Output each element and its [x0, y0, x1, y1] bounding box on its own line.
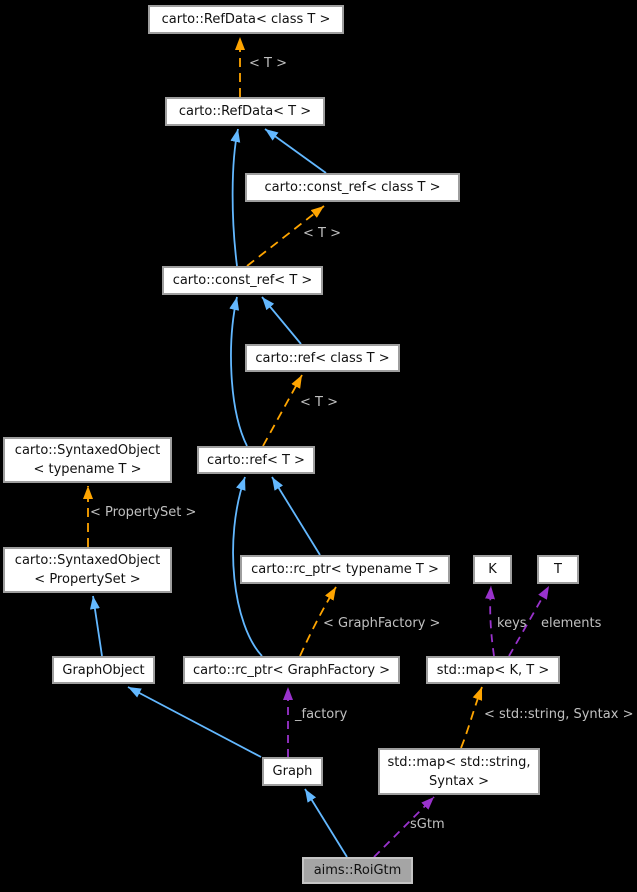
node-carto-const-ref-t[interactable]: carto::const_ref< T >	[162, 266, 323, 295]
node-carto-syntaxedobject-typename-t[interactable]: carto::SyntaxedObject < typename T >	[3, 437, 172, 483]
node-aims-roigtm: aims::RoiGtm	[302, 857, 413, 884]
edge-label-sgtm: sGtm	[410, 817, 445, 832]
node-carto-const-ref-class-t[interactable]: carto::const_ref< class T >	[245, 173, 460, 202]
node-carto-rc-ptr-typename-t[interactable]: carto::rc_ptr< typename T >	[240, 555, 450, 584]
edge-label-template-t-3: < T >	[300, 395, 338, 410]
node-line: Syntax >	[429, 773, 489, 789]
edge-template-constref	[246, 205, 325, 267]
edge-label-keys: keys	[497, 616, 527, 631]
edge-label-graphfactory: < GraphFactory >	[323, 616, 441, 631]
edge-inherit-rcptr-typename-to-ref-t	[271, 476, 321, 556]
node-t[interactable]: T	[537, 555, 579, 584]
edge-template-stdmap	[460, 686, 483, 749]
node-std-map-k-t[interactable]: std::map< K, T >	[426, 656, 560, 684]
node-line: std::map< std::string,	[387, 754, 531, 770]
edge-label-factory: _factory	[295, 707, 348, 722]
node-line: carto::SyntaxedObject	[14, 443, 161, 458]
node-line: < PropertySet >	[34, 572, 141, 587]
edge-template-ref	[262, 374, 303, 447]
edge-label-std-string-syntax: < std::string, Syntax >	[484, 707, 634, 722]
edge-label-elements: elements	[541, 616, 602, 631]
edge-label-template-t-2: < T >	[303, 226, 341, 241]
edge-inherit-graph-to-graphobject	[127, 686, 262, 758]
node-carto-refdata-t[interactable]: carto::RefData< T >	[165, 97, 325, 126]
node-carto-rc-ptr-graphfactory[interactable]: carto::rc_ptr< GraphFactory >	[183, 656, 400, 684]
node-std-map-string-syntax[interactable]: std::map< std::string, Syntax >	[378, 748, 540, 795]
node-carto-refdata-class-t[interactable]: carto::RefData< class T >	[148, 5, 344, 34]
node-graph[interactable]: Graph	[262, 757, 323, 786]
edge-inherit-constref-classt-to-refdata-t	[264, 128, 327, 174]
edge-template-rcptr	[299, 586, 337, 657]
edge-usage-map-keys	[485, 585, 495, 657]
node-line: < typename T >	[33, 462, 142, 477]
edge-inherit-roigtm-to-graph	[304, 788, 348, 858]
node-graphobject[interactable]: GraphObject	[52, 656, 155, 684]
edge-usage-roigtm-sgtm	[373, 796, 435, 858]
node-k[interactable]: K	[473, 555, 512, 584]
node-carto-ref-class-t[interactable]: carto::ref< class T >	[245, 344, 400, 372]
edge-inherit-ref-classt-to-constref-t	[261, 296, 302, 345]
edge-inherit-rcptr-graphfactory-to-ref-t	[232, 476, 263, 657]
edge-inherit-constref-t-to-refdata-t	[230, 128, 241, 267]
node-line: carto::SyntaxedObject	[14, 553, 161, 568]
node-carto-ref-t[interactable]: carto::ref< T >	[197, 446, 315, 474]
edge-label-template-t-1: < T >	[249, 56, 287, 71]
edge-inherit-ref-t-to-constref-t	[229, 296, 248, 447]
node-carto-syntaxedobject-propertyset[interactable]: carto::SyntaxedObject < PropertySet >	[3, 547, 172, 593]
edge-label-propertyset: < PropertySet >	[90, 505, 197, 520]
edge-inherit-graphobject-to-syntaxedobject	[89, 595, 103, 657]
